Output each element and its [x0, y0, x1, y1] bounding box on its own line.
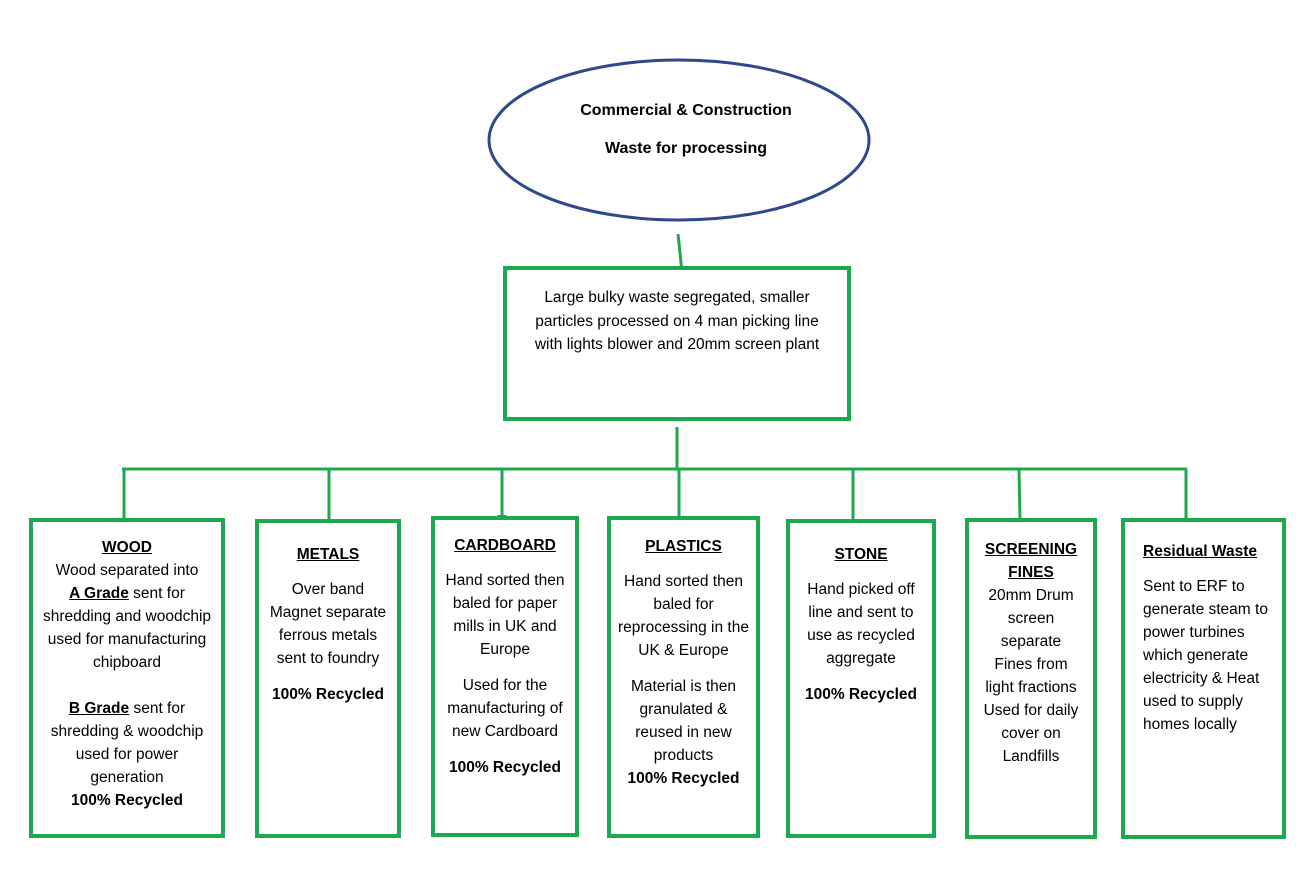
screening-title: SCREENING FINES [984, 541, 1078, 581]
metals-result: 100% Recycled [271, 686, 385, 703]
process-text: Large bulky waste segregated, smaller pa… [534, 289, 820, 353]
plastics-box: PLASTICS Hand sorted then baled for repr… [607, 516, 760, 838]
connector-lines [122, 233, 1188, 524]
cardboard-title: CARDBOARD [454, 537, 556, 554]
drop-screening [1017, 468, 1022, 522]
cardboard-box: CARDBOARD Hand sorted then baled for pap… [431, 516, 579, 837]
wood-title: WOOD [102, 539, 152, 556]
wood-intro: Wood separated into [55, 562, 199, 579]
wood-b-grade-paragraph: B Grade sent for shredding & woodchip us… [39, 697, 215, 789]
plastics-text-1: Hand sorted then baled for reprocessing … [618, 573, 749, 659]
root-node-label: Commercial & Construction Waste for proc… [540, 92, 832, 168]
root-to-process-line [676, 233, 684, 273]
plastics-result: 100% Recycled [627, 770, 740, 787]
wood-a-grade-text: sent for shredding and woodchip used for… [42, 585, 212, 671]
stone-title: STONE [834, 546, 888, 563]
plastics-text-2: Material is then granulated & reused in … [630, 678, 737, 764]
metals-box: METALS Over band Magnet separate ferrous… [255, 519, 401, 838]
plastics-title: PLASTICS [645, 538, 722, 555]
wood-b-grade-label: B Grade [68, 700, 130, 717]
wood-a-grade-paragraph: A Grade sent for shredding and woodchip … [39, 582, 215, 674]
cardboard-text-2: Used for the manufacturing of new Cardbo… [447, 677, 563, 740]
root-ellipse [487, 58, 871, 222]
wood-a-grade-label: A Grade [69, 585, 129, 602]
root-line-1: Commercial & Construction [580, 102, 792, 119]
root-line-2: Waste for processing [604, 140, 768, 157]
residual-title: Residual Waste [1143, 543, 1257, 560]
screening-text: 20mm Drum screen separate Fines from lig… [983, 587, 1079, 765]
residual-box: Residual Waste Sent to ERF to generate s… [1121, 518, 1286, 839]
cardboard-result: 100% Recycled [448, 759, 562, 776]
stone-box: STONE Hand picked off line and sent to u… [786, 519, 936, 838]
process-box: Large bulky waste segregated, smaller pa… [503, 266, 851, 421]
cardboard-text-1: Hand sorted then baled for paper mills i… [445, 572, 565, 658]
wood-result: 100% Recycled [70, 792, 184, 809]
stone-result: 100% Recycled [804, 686, 918, 703]
screening-box: SCREENING FINES 20mm Drum screen separat… [965, 518, 1097, 839]
metals-title: METALS [296, 546, 360, 563]
wood-b-grade-text: sent for shredding & woodchip used for p… [50, 700, 204, 786]
residual-text: Sent to ERF to generate steam to power t… [1143, 578, 1268, 733]
stone-text: Hand picked off line and sent to use as … [807, 581, 915, 667]
wood-box: WOOD Wood separated into A Grade sent fo… [29, 518, 225, 838]
metals-text: Over band Magnet separate ferrous metals… [269, 581, 387, 667]
